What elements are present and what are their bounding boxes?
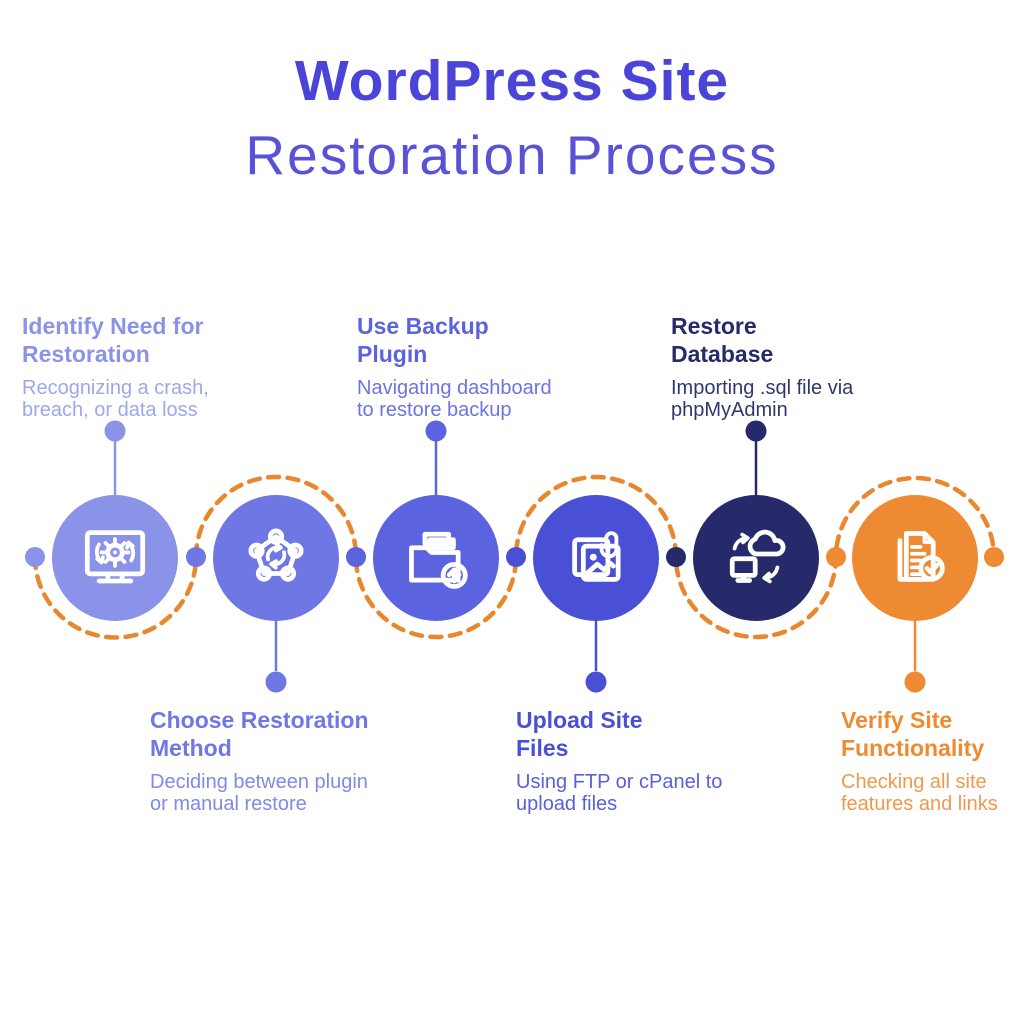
- connector-node-4: [666, 547, 686, 567]
- connector-node-6: [984, 547, 1004, 567]
- step-3-text: Use Backup Plugin Navigating dashboard t…: [357, 312, 687, 422]
- step-5-heading: Restore Database: [671, 313, 774, 368]
- step-1-description: Recognizing a crash, breach, or data los…: [22, 377, 209, 422]
- monitor-gear-sync-icon: [84, 530, 146, 584]
- stem-dot-step-6: [904, 671, 926, 693]
- connector-node-5: [826, 547, 846, 567]
- step-stems: [104, 420, 926, 693]
- step-3-circle: [373, 495, 499, 621]
- connector-nodes: [25, 547, 1004, 567]
- step-6-circle: [852, 495, 978, 621]
- title-line-2: Restoration Process: [245, 123, 779, 186]
- step-3-heading: Use Backup Plugin: [357, 313, 489, 368]
- step-2-text: Choose Restoration Method Deciding betwe…: [150, 706, 480, 816]
- cloud-computer-sync-icon: [729, 529, 786, 584]
- connector-node-0: [25, 547, 45, 567]
- connector-node-3: [506, 547, 526, 567]
- network-sync-icon: [248, 528, 304, 582]
- step-4-text: Upload Site Files Using FTP or cPanel to…: [516, 706, 846, 816]
- page-title: WordPress Site Restoration Process: [0, 50, 1024, 185]
- folder-upload-icon: [409, 531, 468, 589]
- stem-dot-step-2: [265, 671, 287, 693]
- step-2-circle: [213, 495, 339, 621]
- step-2-heading: Choose Restoration Method: [150, 707, 369, 762]
- step-1-text: Identify Need for Restoration Recognizin…: [22, 312, 352, 422]
- stem-dot-step-3: [425, 420, 447, 442]
- step-5-text: Restore Database Importing .sql file via…: [671, 312, 1001, 422]
- stem-dot-step-1: [104, 420, 126, 442]
- step-1-heading: Identify Need for Restoration: [22, 313, 204, 368]
- connector-node-1: [186, 547, 206, 567]
- step-6-description: Checking all site features and links: [841, 771, 998, 816]
- step-5-description: Importing .sql file via phpMyAdmin: [671, 377, 854, 422]
- connector-node-2: [346, 547, 366, 567]
- stem-dot-step-5: [745, 420, 767, 442]
- image-files-paperclip-icon: [572, 531, 621, 582]
- step-4-description: Using FTP or cPanel to upload files: [516, 771, 723, 816]
- step-4-heading: Upload Site Files: [516, 707, 643, 762]
- step-3-description: Navigating dashboard to restore backup: [357, 377, 552, 422]
- step-2-description: Deciding between plugin or manual restor…: [150, 771, 368, 816]
- step-6-text: Verify Site Functionality Checking all s…: [841, 706, 1024, 816]
- title-line-1: WordPress Site: [294, 49, 730, 113]
- step-6-heading: Verify Site Functionality: [841, 707, 985, 762]
- stem-dot-step-4: [585, 671, 607, 693]
- document-check-icon: [897, 531, 945, 582]
